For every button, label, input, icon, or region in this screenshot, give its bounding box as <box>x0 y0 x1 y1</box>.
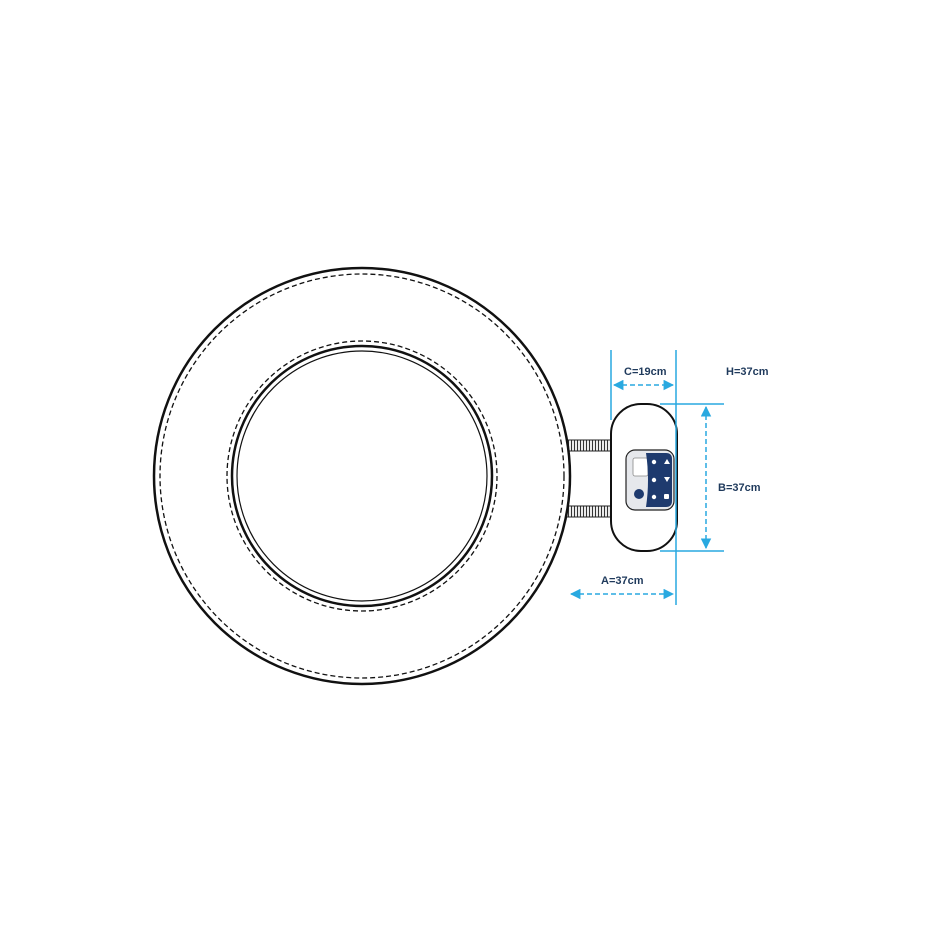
control-panel-keypad <box>646 453 672 507</box>
tub-inner-seam <box>226 340 498 612</box>
spa-tub <box>152 266 572 686</box>
control-unit <box>610 403 678 552</box>
dimension-b-label: B=37cm <box>718 482 761 494</box>
tub-water-area <box>236 350 488 602</box>
dimension-c-label: C=19cm <box>624 366 667 378</box>
dimension-a-label: A=37cm <box>601 575 644 587</box>
heater-icon[interactable] <box>651 477 657 483</box>
tub-outer-wall <box>152 266 572 686</box>
dimension-h-label: H=37cm <box>726 366 769 378</box>
brand-logo-icon <box>634 489 644 499</box>
down-arrow-icon[interactable] <box>664 477 670 482</box>
control-panel[interactable] <box>625 449 675 511</box>
dimension-lines <box>569 350 724 605</box>
pump-icon[interactable] <box>651 459 657 465</box>
control-panel-display <box>632 457 649 477</box>
tub-outer-seam <box>159 273 565 679</box>
up-arrow-icon[interactable] <box>664 459 670 464</box>
bubbles-icon[interactable] <box>651 494 657 500</box>
tub-inner-rim <box>230 344 494 608</box>
settings-icon[interactable] <box>664 494 669 499</box>
